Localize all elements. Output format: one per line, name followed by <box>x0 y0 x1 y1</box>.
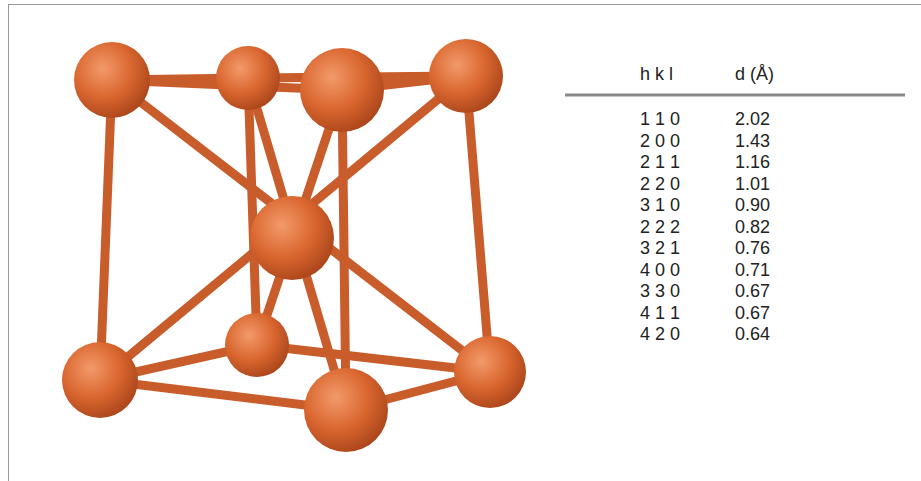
d-spacing-cell: 0.76 <box>735 238 770 258</box>
miller-index-cell: 3 2 1 <box>640 238 680 258</box>
bonds <box>100 76 490 410</box>
miller-index-cell: 2 2 2 <box>640 217 680 237</box>
d-spacing-cell: 0.82 <box>735 217 770 237</box>
miller-index-cell: 3 1 0 <box>640 195 680 215</box>
miller-index-cell: 2 2 0 <box>640 174 680 194</box>
d-spacing-cell: 0.64 <box>735 324 770 344</box>
miller-index-cell: 4 1 1 <box>640 303 680 323</box>
d-spacing-cell: 0.90 <box>735 195 770 215</box>
d-spacing-cell: 1.16 <box>735 152 770 172</box>
miller-index-cell: 2 0 0 <box>640 131 680 151</box>
miller-index-cell: 2 1 1 <box>640 152 680 172</box>
miller-index-cell: 4 2 0 <box>640 324 680 344</box>
d-spacing-cell: 1.01 <box>735 174 770 194</box>
d-spacing-cell: 0.67 <box>735 303 770 323</box>
d-spacing-cell: 0.67 <box>735 281 770 301</box>
table-rule <box>565 94 905 97</box>
miller-index-cell: 4 0 0 <box>640 260 680 280</box>
miller-index-cell: 3 3 0 <box>640 281 680 301</box>
miller-index-cell: 1 1 0 <box>640 109 680 129</box>
d-spacing-cell: 2.02 <box>735 109 770 129</box>
atoms <box>62 39 526 452</box>
column-header: d (Å) <box>735 64 774 84</box>
column-header: h k l <box>640 64 673 84</box>
d-spacing-cell: 0.71 <box>735 260 770 280</box>
d-spacing-cell: 1.43 <box>735 131 770 151</box>
